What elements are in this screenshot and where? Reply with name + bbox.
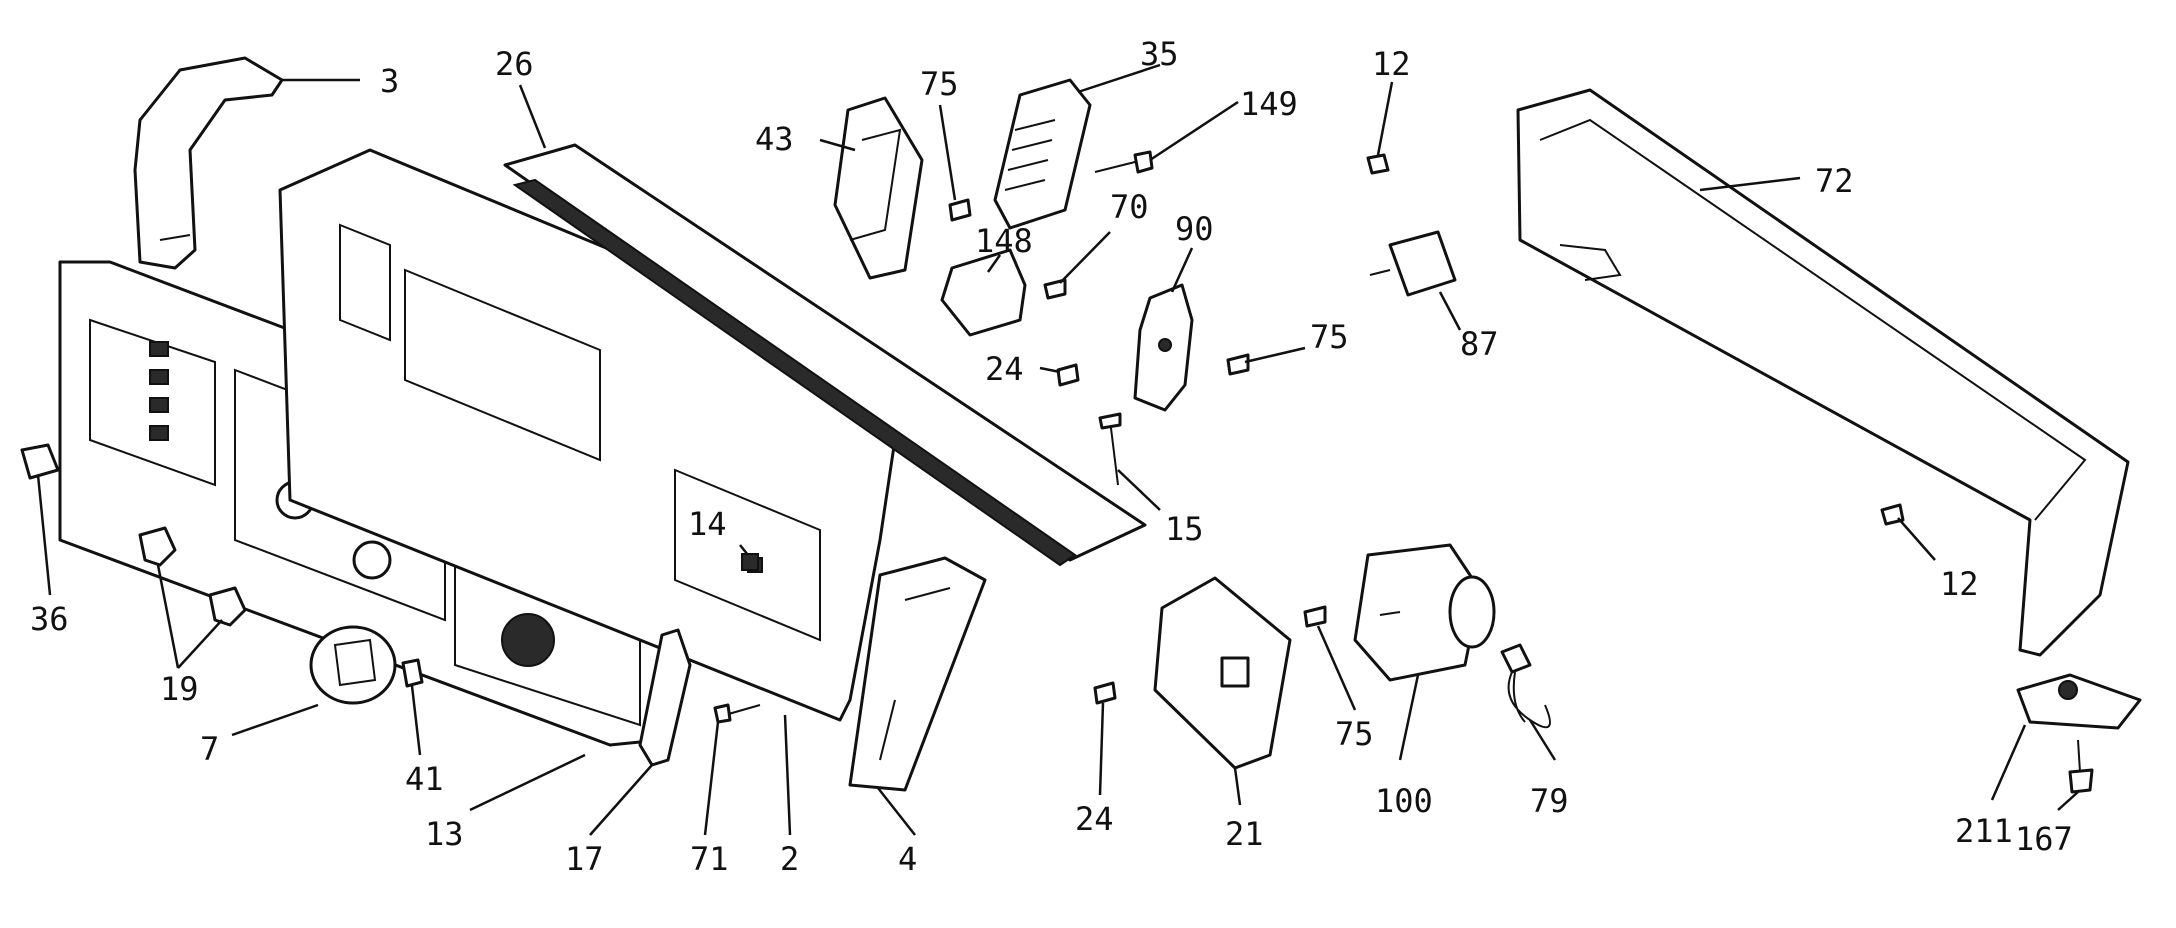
callout-36: 36 (30, 600, 69, 638)
callout-3: 3 (380, 62, 399, 100)
callout-2: 2 (780, 840, 799, 878)
callout-87: 87 (1460, 325, 1499, 363)
callout-21: 21 (1225, 815, 1264, 853)
part-79-wire-harness (1500, 643, 1551, 729)
part-4-right-end-cap (848, 556, 987, 792)
screw-70 (1043, 278, 1067, 300)
callout-79: 79 (1530, 782, 1569, 820)
callout-90: 90 (1175, 210, 1214, 248)
callout-70: 70 (1110, 188, 1149, 226)
part-21-circuit-board (1153, 576, 1292, 770)
part-7-knob (309, 625, 397, 705)
screw-75-upper (948, 198, 972, 222)
callout-19: 19 (160, 670, 199, 708)
screw-75-middle (1226, 353, 1250, 376)
part-90-mounting-bracket (1133, 283, 1194, 412)
part-41-spring (401, 658, 424, 688)
screw-167 (2068, 739, 2094, 794)
callout-24-upper: 24 (985, 350, 1024, 388)
callout-71: 71 (690, 840, 729, 878)
callout-149: 149 (1240, 85, 1298, 123)
callout-4: 4 (898, 840, 917, 878)
part-17-link (638, 628, 692, 767)
screw-71 (713, 703, 761, 724)
leader-lines (36, 63, 2079, 836)
callout-211: 211 (1955, 812, 2013, 850)
callout-75-upper: 75 (920, 65, 959, 103)
screw-149 (1094, 150, 1154, 174)
part-12-clip-upper (1366, 153, 1390, 175)
part-14-clip (741, 553, 759, 571)
callout-148: 148 (975, 222, 1033, 260)
screw-24-lower (1093, 681, 1117, 705)
callout-26: 26 (495, 45, 534, 83)
callout-41: 41 (405, 760, 444, 798)
callout-12-upper: 12 (1372, 45, 1411, 83)
part-148-clip-bracket (940, 248, 1027, 337)
callout-75-middle: 75 (1310, 318, 1349, 356)
part-43-bracket (833, 96, 924, 280)
part-19-knob-lower (208, 586, 247, 627)
screw-24-upper (1056, 363, 1080, 387)
part-19-knob-upper (138, 526, 177, 567)
callout-17: 17 (565, 840, 604, 878)
callout-13: 13 (425, 815, 464, 853)
callout-14: 14 (688, 505, 727, 543)
part-35-switch-block (993, 78, 1092, 230)
callout-43: 43 (755, 120, 794, 158)
part-26-top-trim (503, 143, 1147, 567)
callout-12-lower: 12 (1940, 565, 1979, 603)
part-211-bracket (2016, 673, 2142, 730)
part-87-switch (1369, 230, 1457, 297)
callout-167: 167 (2015, 820, 2073, 858)
screw-15 (1098, 412, 1122, 486)
callout-35: 35 (1140, 35, 1179, 73)
part-3-left-end-cap (133, 56, 284, 270)
callout-15: 15 (1165, 510, 1204, 548)
callout-72: 72 (1815, 162, 1854, 200)
callout-24-lower: 24 (1075, 800, 1114, 838)
callout-75-lower: 75 (1335, 715, 1374, 753)
callout-labels: 3 26 43 75 35 149 12 72 148 70 90 24 75 … (30, 35, 2073, 878)
part-100-timer (1353, 543, 1496, 682)
callout-100: 100 (1375, 782, 1433, 820)
callout-7: 7 (200, 730, 219, 768)
part-36-clip (20, 443, 60, 480)
part-72-rear-housing (1516, 88, 2130, 657)
screw-75-lower (1303, 605, 1327, 628)
part-2-console-frame (278, 148, 907, 722)
